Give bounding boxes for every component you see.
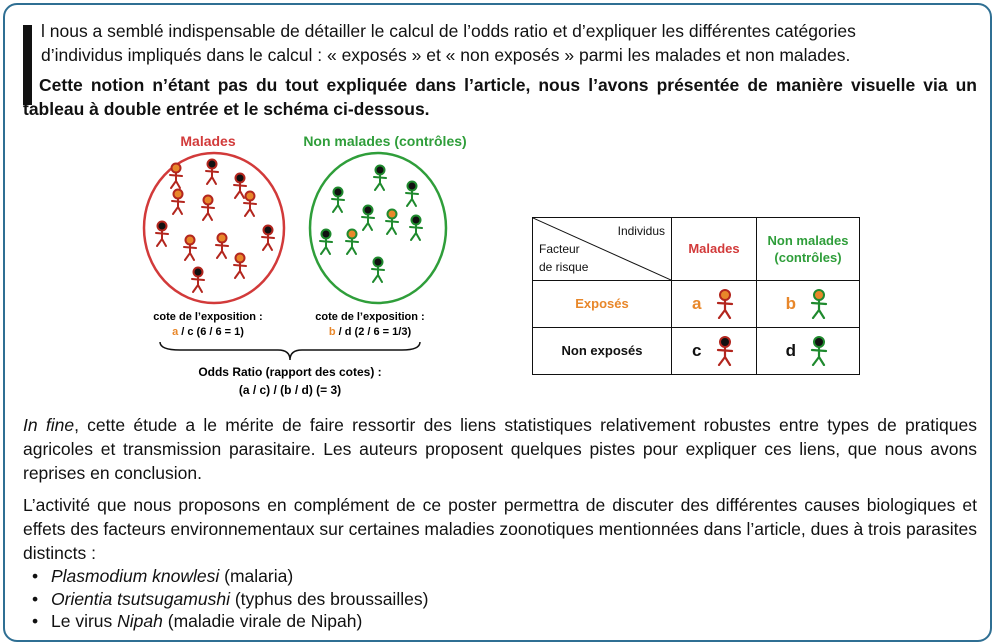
- cell-b: b: [756, 280, 860, 328]
- healthy-figure-icon: [373, 164, 387, 191]
- paragraph-activite: L’activité que nous proposons en complém…: [23, 495, 977, 563]
- corner-facteur: Facteur: [539, 242, 580, 256]
- healthy-figure-icon: [371, 256, 385, 283]
- parasite-disease: (maladie virale de Nipah): [162, 611, 363, 631]
- drop-cap: [23, 25, 32, 105]
- circle-non-malades: [308, 151, 448, 305]
- odds-ratio-line-1: Odds Ratio (rapport des cotes) :: [198, 365, 381, 379]
- parasite-disease: (typhus des broussailles): [229, 588, 429, 609]
- cote-a-formula: a / c (6 / 6 = 1): [172, 326, 244, 338]
- cell-a: a: [671, 280, 757, 328]
- corner-risque: de risque: [539, 260, 589, 274]
- parasite-name: Plasmodium knowlesi: [51, 566, 220, 586]
- healthy-unexposed-figure-icon: [811, 336, 828, 367]
- cell-a-letter: a: [692, 294, 702, 313]
- intro-paragraph: l nous a semblé indispensable de détaill…: [41, 19, 977, 67]
- circle-malades: [142, 151, 286, 305]
- row-exposes-label: Exposés: [575, 296, 629, 311]
- cote-b-formula: b / d (2 / 6 = 1/3): [329, 326, 412, 338]
- cote-b-title: cote de l’exposition :: [315, 311, 424, 323]
- cell-d: d: [756, 327, 860, 375]
- sick-figure-icon: [261, 224, 275, 251]
- intro-line-2: d’individus impliqués dans le calcul : «…: [41, 45, 851, 65]
- curly-brace: [159, 341, 421, 361]
- sick-exposed-figure-icon: [716, 289, 734, 320]
- healthy-figure-icon: [345, 228, 359, 255]
- healthy-figures: [319, 164, 423, 283]
- list-item: Orientia tsutsugamushi (typhus des brous…: [23, 588, 977, 611]
- row-label-exposes: Exposés: [532, 280, 672, 328]
- healthy-figure-icon: [319, 228, 333, 255]
- sick-figure-icon: [201, 194, 215, 221]
- parasite-name: Orientia tsutsugamushi: [51, 588, 230, 609]
- body-text: In fine, cette étude a le mérite de fair…: [23, 413, 977, 633]
- label-malades: Malades: [180, 133, 235, 149]
- corner-individus: Individus: [617, 224, 665, 238]
- corner-cell: Individus Facteur de risque: [532, 217, 672, 281]
- healthy-figure-icon: [405, 180, 419, 207]
- healthy-exposed-figure-icon: [811, 289, 828, 320]
- header-controles-label: (contrôles): [774, 250, 842, 265]
- sick-figure-icon: [183, 234, 197, 261]
- intro-line-1: l nous a semblé indispensable de détaill…: [41, 21, 856, 41]
- cote-b-rest: / d (2 / 6 = 1/3): [336, 326, 412, 338]
- healthy-figure-icon: [409, 214, 423, 241]
- healthy-figure-icon: [331, 186, 345, 213]
- parasite-name: Nipah: [117, 611, 163, 631]
- cote-a-rest: / c (6 / 6 = 1): [178, 326, 244, 338]
- bold-paragraph: Cette notion n’étant pas du tout expliqu…: [23, 73, 977, 121]
- odds-ratio-diagram: Malades Non malades (contrôles) cote de …: [142, 133, 467, 397]
- in-fine-rest: , cette étude a le mérite de faire resso…: [23, 415, 977, 483]
- cote-b-letter: b: [329, 326, 336, 338]
- healthy-figure-icon: [385, 208, 399, 235]
- healthy-figure-icon: [361, 204, 375, 231]
- corner-diagonal: [533, 218, 671, 280]
- row-non-exposes-label: Non exposés: [561, 343, 643, 358]
- odds-ratio-line-2: (a / c) / (b / d) (= 3): [239, 383, 341, 397]
- sick-figure-icon: [155, 220, 169, 247]
- cote-a-title: cote de l’exposition :: [153, 311, 262, 323]
- label-non-malades: Non malades (contrôles): [303, 133, 466, 149]
- sick-figure-icon: [243, 190, 257, 217]
- cell-c: c: [671, 327, 757, 375]
- parasite-disease: (malaria): [219, 566, 294, 586]
- header-malades-label: Malades: [688, 241, 740, 256]
- parasite-list: Plasmodium knowlesi (malaria) Orientia t…: [23, 565, 977, 633]
- contingency-table: Individus Facteur de risque Malades Non …: [532, 217, 860, 375]
- sick-figure-icon: [169, 162, 183, 189]
- content-panel: l nous a semblé indispensable de détaill…: [3, 3, 992, 642]
- list-item: Plasmodium knowlesi (malaria): [23, 565, 977, 588]
- sick-figure-icon: [233, 252, 247, 279]
- sick-figure-icon: [171, 188, 185, 215]
- sick-figure-icon: [205, 158, 219, 185]
- row-label-non-exposes: Non exposés: [532, 327, 672, 375]
- cell-b-letter: b: [785, 294, 796, 313]
- sick-figure-icon: [215, 232, 229, 259]
- sick-figures: [155, 158, 275, 293]
- header-non-malades: Non malades (contrôles): [756, 217, 860, 281]
- parasite-prefix: Le virus: [51, 611, 118, 631]
- cote-a-letter: a: [172, 326, 179, 338]
- cell-d-letter: d: [785, 341, 796, 360]
- in-fine-italic: In fine: [23, 415, 75, 435]
- paragraph-in-fine: In fine, cette étude a le mérite de fair…: [23, 413, 977, 485]
- cell-c-letter: c: [692, 341, 702, 360]
- sick-figure-icon: [233, 172, 247, 199]
- sick-figure-icon: [191, 266, 205, 293]
- list-item: Le virus Nipah (maladie virale de Nipah): [23, 610, 977, 633]
- sick-unexposed-figure-icon: [716, 336, 734, 367]
- header-non-malades-label: Non malades: [767, 233, 849, 248]
- header-malades: Malades: [671, 217, 757, 281]
- bold-text: Cette notion n’étant pas du tout expliqu…: [23, 75, 977, 119]
